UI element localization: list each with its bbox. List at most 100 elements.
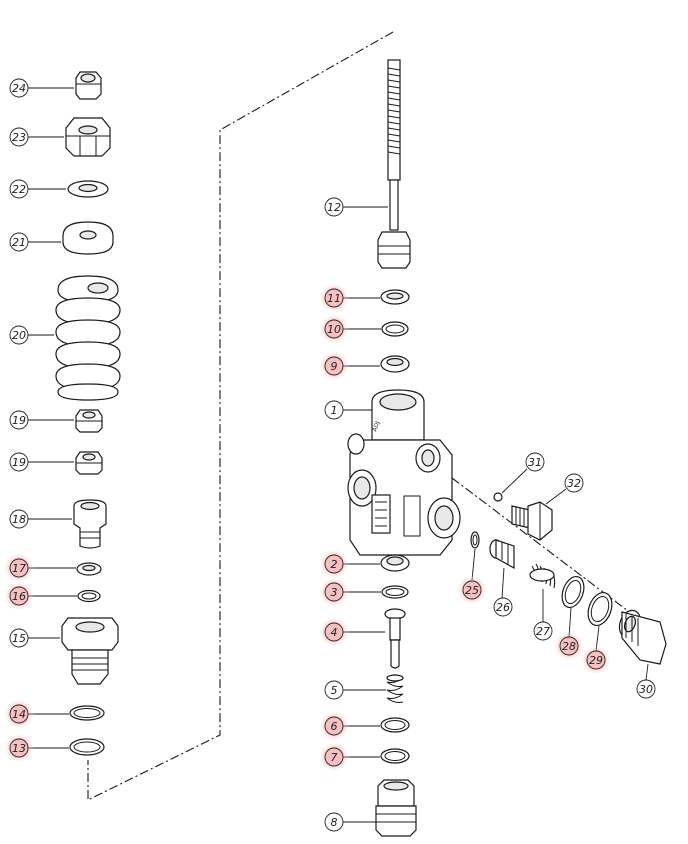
callout-17: 17 xyxy=(3,552,35,584)
callout-28-label: 28 xyxy=(562,640,576,653)
callout-24-label: 24 xyxy=(12,82,26,95)
callout-25: 25 xyxy=(456,574,488,606)
part-26-check-insert xyxy=(489,539,515,570)
callout-31: 31 xyxy=(525,452,545,472)
callout-6: 6 xyxy=(318,710,350,742)
part-20-spring xyxy=(55,275,121,401)
callout-20: 20 xyxy=(9,325,29,345)
callout-29: 29 xyxy=(580,644,612,676)
callout-10: 10 xyxy=(318,313,350,345)
callout-5-label: 5 xyxy=(331,684,338,697)
callout-12: 12 xyxy=(324,197,344,217)
callout-19-lower: 19 xyxy=(9,452,29,472)
callout-32-label: 32 xyxy=(567,477,581,490)
callout-9: 9 xyxy=(318,350,350,382)
callout-17-label: 17 xyxy=(12,562,26,575)
callout-13-label: 13 xyxy=(12,742,26,755)
callout-3: 3 xyxy=(318,576,350,608)
callout-1: 1 xyxy=(324,400,344,420)
part-5-spring xyxy=(386,674,404,703)
callout-31-label: 31 xyxy=(528,456,542,469)
callout-26: 26 xyxy=(493,597,513,617)
callout-30: 30 xyxy=(636,679,656,699)
part-29-o-ring xyxy=(587,591,613,627)
callout-23: 23 xyxy=(9,127,29,147)
part-13-o-ring xyxy=(69,738,105,756)
part-28-o-ring xyxy=(561,575,585,609)
callout-18-label: 18 xyxy=(12,513,26,526)
callout-14: 14 xyxy=(3,698,35,730)
part-9-seal xyxy=(380,355,410,373)
callout-28: 28 xyxy=(553,630,585,662)
callout-20-label: 20 xyxy=(12,329,26,342)
assembly-centerline xyxy=(87,31,394,801)
callout-4: 4 xyxy=(318,616,350,648)
callout-15-label: 15 xyxy=(12,632,26,645)
part-14-o-ring xyxy=(69,705,105,721)
part-18-fitting xyxy=(73,499,107,549)
part-7-o-ring xyxy=(380,748,410,764)
part-31-ball xyxy=(493,492,503,502)
callout-19-lower-label: 19 xyxy=(12,456,26,469)
callout-22: 22 xyxy=(9,179,29,199)
part-23-hex-nut xyxy=(65,117,111,157)
callout-15: 15 xyxy=(9,628,29,648)
part-15-valve-housing xyxy=(61,617,119,685)
part-17-seal xyxy=(76,562,102,576)
callout-11-label: 11 xyxy=(327,292,341,305)
callout-7-label: 7 xyxy=(331,751,338,764)
part-3-o-ring xyxy=(381,585,409,599)
callout-23-label: 23 xyxy=(12,131,26,144)
callout-4-label: 4 xyxy=(331,626,338,639)
part-6-o-ring xyxy=(380,717,410,733)
part-11-seal xyxy=(380,289,410,305)
part-12-threaded-stem xyxy=(377,59,411,269)
callout-5: 5 xyxy=(324,680,344,700)
part-10-o-ring xyxy=(381,321,409,337)
callout-29-label: 29 xyxy=(589,654,603,667)
callout-7: 7 xyxy=(318,741,350,773)
callout-27-label: 27 xyxy=(536,625,550,638)
callout-2-label: 2 xyxy=(331,558,338,571)
callout-14-label: 14 xyxy=(12,708,26,721)
callout-1-label: 1 xyxy=(331,404,338,417)
callout-8: 8 xyxy=(324,812,344,832)
callout-19-upper: 19 xyxy=(9,410,29,430)
part-19-hex-nut-upper xyxy=(75,409,103,433)
callout-27: 27 xyxy=(533,621,553,641)
callout-30-label: 30 xyxy=(639,683,653,696)
part-8-plug xyxy=(375,779,417,837)
callout-12-label: 12 xyxy=(327,201,341,214)
callout-6-label: 6 xyxy=(331,720,338,733)
side-port-centerline xyxy=(451,477,641,621)
part-30-fitting xyxy=(618,609,667,665)
callout-13: 13 xyxy=(3,732,35,764)
part-2-seal xyxy=(380,554,410,572)
part-1-valve-body: ADJ xyxy=(347,389,461,556)
callout-32: 32 xyxy=(564,473,584,493)
svg-text:ADJ: ADJ xyxy=(371,420,381,432)
callout-9-label: 9 xyxy=(331,360,338,373)
part-24-hex-nut xyxy=(75,71,102,100)
callout-21-label: 21 xyxy=(12,236,26,249)
callout-3-label: 3 xyxy=(331,586,338,599)
callout-10-label: 10 xyxy=(327,323,341,336)
part-32-hex-plug xyxy=(511,501,553,541)
callout-2: 2 xyxy=(318,548,350,580)
callout-8-label: 8 xyxy=(331,816,338,829)
callout-11: 11 xyxy=(318,282,350,314)
callout-18: 18 xyxy=(9,509,29,529)
callout-16-label: 16 xyxy=(12,590,26,603)
callout-24: 24 xyxy=(9,78,29,98)
part-27-spring xyxy=(529,563,556,589)
callout-22-label: 22 xyxy=(12,183,26,196)
callout-16: 16 xyxy=(3,580,35,612)
callout-21: 21 xyxy=(9,232,29,252)
part-4-poppet xyxy=(384,608,406,669)
callout-25-label: 25 xyxy=(465,584,479,597)
part-25-o-ring xyxy=(470,531,480,549)
callout-19-upper-label: 19 xyxy=(12,414,26,427)
part-19-hex-nut-lower xyxy=(75,451,103,475)
part-21-spring-seat xyxy=(62,221,114,255)
